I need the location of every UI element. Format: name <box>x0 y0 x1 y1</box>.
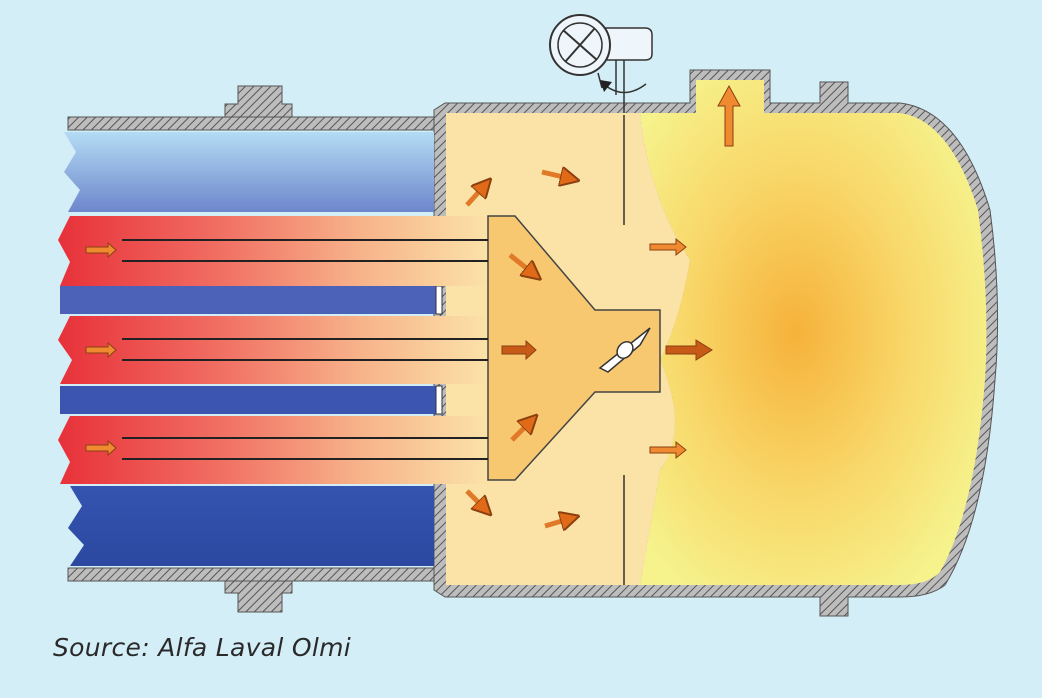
tubes <box>122 239 488 460</box>
cold-fluid-band-1 <box>60 286 442 314</box>
outlet-chamber <box>640 80 987 585</box>
flow-arrow-icon <box>665 339 713 361</box>
hot-fluid-band-3 <box>58 416 490 484</box>
cold-fluid-top <box>64 132 434 212</box>
source-caption: Source: Alfa Laval Olmi <box>53 633 351 662</box>
flow-arrow-icon <box>501 339 537 361</box>
hot-fluid-band-1 <box>58 216 490 286</box>
hot-fluid-band-2 <box>58 316 490 384</box>
flow-arrow-icon <box>649 237 687 257</box>
flow-arrow-icon <box>717 84 741 147</box>
valve-actuator-handwheel-icon <box>549 14 653 113</box>
cold-fluid-band-2 <box>60 386 442 414</box>
butterfly-valve-icon <box>598 327 651 373</box>
cold-fluid-bottom <box>68 486 434 566</box>
flow-arrows-hot <box>85 241 117 457</box>
rotation-arrow-icon <box>600 80 647 94</box>
flow-arrows <box>501 84 741 460</box>
flow-arrows-diagonal <box>465 172 572 526</box>
flow-arrow-icon <box>649 440 687 460</box>
